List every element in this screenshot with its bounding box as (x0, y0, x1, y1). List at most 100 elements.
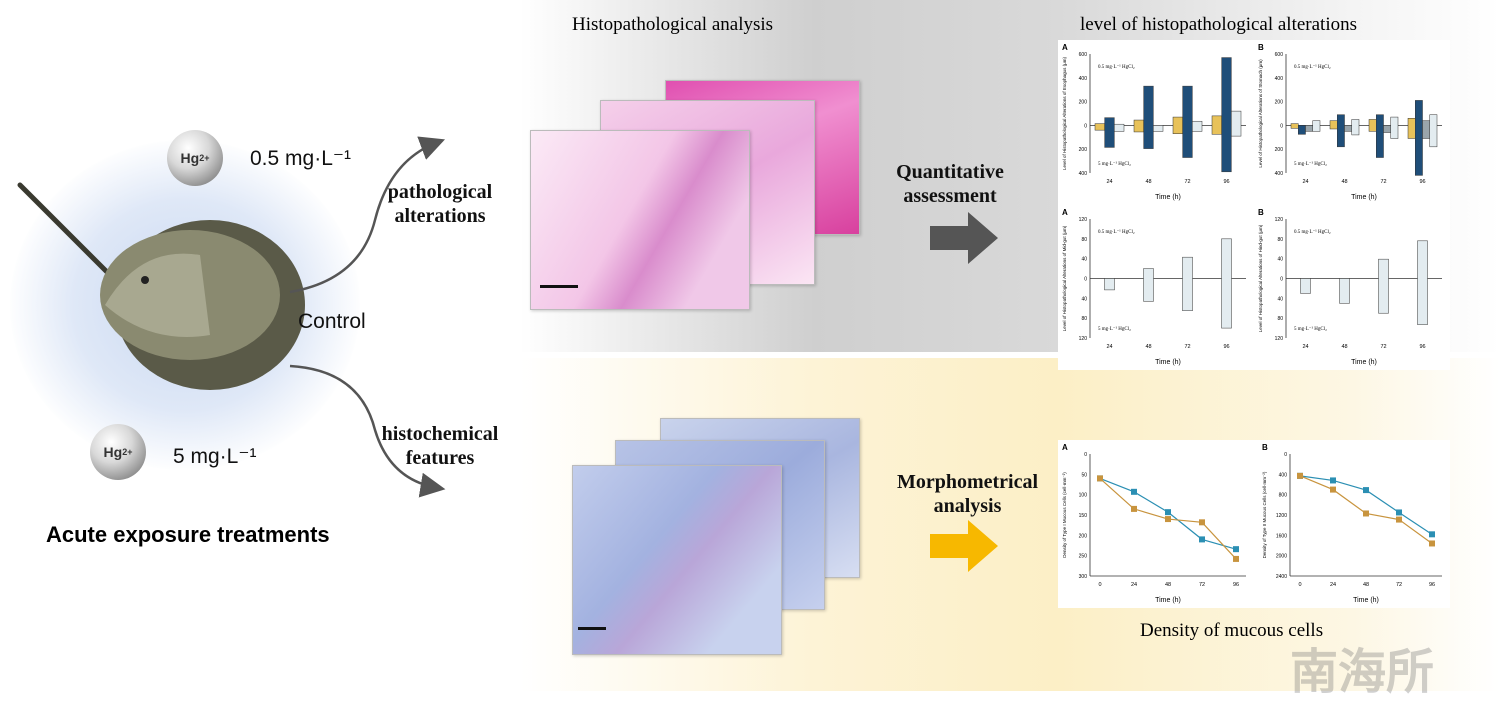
y-tick-label: 0 (1084, 123, 1087, 129)
y-tick-label: 1200 (1276, 513, 1287, 519)
bar (1383, 125, 1391, 133)
bar (1300, 278, 1311, 294)
data-point (1396, 509, 1402, 516)
bar (1407, 118, 1416, 139)
bar (1415, 100, 1423, 176)
y-tick-label: 80 (1081, 316, 1087, 322)
data-point (1363, 510, 1369, 517)
bar (1143, 268, 1154, 302)
scale-bar (540, 285, 578, 288)
y-axis-label: Density of Type I Mucous Cells (cell·mm⁻… (1062, 472, 1067, 558)
y-tick-label: 50 (1081, 472, 1087, 478)
y-tick-label: 120 (1079, 336, 1088, 342)
y-axis-label: Level of Histopathological Alterations o… (1258, 59, 1263, 168)
bottom-treatment-label: 5 mg·L⁻¹ HgCl₂ (1098, 326, 1131, 332)
top-treatment-label: 0.5 mg·L⁻¹ HgCl₂ (1294, 64, 1331, 70)
bar (1143, 85, 1154, 149)
bar (1390, 116, 1399, 139)
x-axis-label: Time (h) (1351, 194, 1377, 201)
y-tick-label: 200 (1275, 147, 1284, 153)
x-tick-label: 48 (1165, 582, 1171, 588)
panel-letter: B (1258, 43, 1264, 52)
bar (1351, 119, 1360, 136)
panel-letter: A (1062, 443, 1068, 452)
control-label: Control (298, 310, 366, 333)
y-tick-label: 200 (1275, 100, 1284, 106)
bar (1172, 116, 1183, 134)
x-tick-label: 24 (1106, 179, 1112, 185)
y-tick-label: 40 (1277, 296, 1283, 302)
bar (1192, 120, 1203, 132)
y-tick-label: 120 (1275, 336, 1284, 342)
x-tick-label: 24 (1302, 179, 1308, 185)
x-axis-label: Time (h) (1155, 597, 1181, 604)
y-tick-label: 0 (1280, 123, 1283, 129)
y-tick-label: 250 (1079, 554, 1088, 560)
ion-charge: 2+ (122, 447, 133, 457)
panel-letter: A (1062, 208, 1068, 217)
bar (1182, 256, 1193, 311)
y-axis-label: Density of Type II Mucous Cells (cell·mm… (1262, 471, 1267, 558)
concentration-high: 5 mg·L⁻¹ (173, 445, 257, 468)
histochemical-features-label: histochemical features (381, 423, 499, 469)
y-tick-label: 200 (1079, 533, 1088, 539)
y-tick-label: 400 (1079, 76, 1088, 82)
bar (1211, 115, 1222, 135)
bar (1290, 123, 1299, 129)
x-tick-label: 24 (1302, 344, 1308, 350)
histopathological-analysis-heading: Histopathological analysis (572, 14, 774, 35)
y-tick-label: 400 (1279, 472, 1288, 478)
y-axis-label: Level of Histopathological Alterations o… (1258, 224, 1263, 332)
concentration-low: 0.5 mg·L⁻¹ (250, 147, 351, 170)
bar (1104, 117, 1115, 148)
y-tick-label: 400 (1275, 76, 1284, 82)
data-point (1199, 536, 1205, 543)
bar (1104, 278, 1115, 291)
y-axis-label: Level of Histopathological Alterations o… (1062, 57, 1067, 170)
x-tick-label: 72 (1396, 582, 1402, 588)
x-tick-label: 72 (1184, 344, 1190, 350)
bar (1298, 125, 1306, 135)
bar (1344, 125, 1352, 132)
data-point (1165, 516, 1171, 523)
data-point (1330, 477, 1336, 484)
bar (1378, 258, 1389, 314)
y-tick-label: 1600 (1276, 533, 1287, 539)
y-tick-label: 0 (1084, 277, 1087, 283)
data-point (1396, 516, 1402, 523)
bar (1422, 120, 1430, 139)
top-treatment-label: 0.5 mg·L⁻¹ HgCl₂ (1098, 64, 1135, 70)
x-tick-label: 48 (1341, 344, 1347, 350)
bar (1429, 114, 1438, 148)
bar (1305, 125, 1313, 132)
bar (1339, 278, 1350, 304)
x-tick-label: 48 (1341, 179, 1347, 185)
x-tick-label: 72 (1380, 344, 1386, 350)
y-tick-label: 40 (1277, 257, 1283, 263)
y-tick-label: 0 (1280, 277, 1283, 283)
yellow-arrow-icon (930, 520, 998, 572)
x-axis-label: Time (h) (1353, 597, 1379, 604)
bottom-treatment-label: 5 mg·L⁻¹ HgCl₂ (1294, 161, 1327, 167)
bar (1368, 119, 1377, 132)
x-tick-label: 72 (1199, 582, 1205, 588)
mucous-cell-charts: A Time (h) Density of Type I Mucous Cells … (1058, 440, 1450, 608)
bar (1114, 123, 1125, 132)
bar (1182, 85, 1193, 158)
data-point (1429, 531, 1435, 538)
bar (1221, 238, 1232, 329)
x-axis-label: Time (h) (1155, 194, 1181, 201)
x-axis-label: Time (h) (1351, 359, 1377, 366)
bar (1417, 240, 1428, 325)
y-tick-label: 400 (1079, 171, 1088, 177)
stain-slide-1 (572, 465, 782, 655)
ion-charge: 2+ (199, 153, 210, 163)
bar (1094, 123, 1105, 131)
x-tick-label: 24 (1330, 582, 1336, 588)
y-tick-label: 120 (1275, 217, 1284, 223)
y-tick-label: 2000 (1276, 554, 1287, 560)
data-point (1131, 488, 1137, 495)
